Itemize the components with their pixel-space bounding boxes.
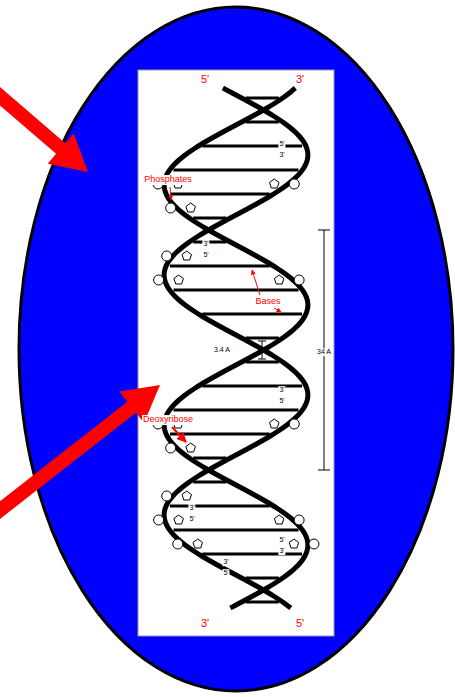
sugar-pentagon (174, 275, 184, 284)
leader-line (172, 427, 186, 442)
red-arrow (0, 385, 160, 520)
phosphate-circle (309, 539, 319, 549)
phosphate-circle (294, 515, 304, 525)
carbon-label: 3' (202, 240, 209, 248)
base-rung (246, 121, 279, 124)
phosphate-circle (294, 275, 304, 285)
dimension-label: 3.4 A (213, 346, 231, 354)
base-rung (170, 433, 270, 436)
carbon-label: 3' (278, 151, 285, 159)
base-rung (173, 169, 298, 172)
strand-end-label: 3' (200, 617, 210, 629)
phosphate-circle (166, 203, 176, 213)
sugar-pentagon (182, 491, 192, 500)
backbone-strand (164, 88, 308, 608)
phosphate-circle (173, 539, 183, 549)
sugar-pentagon (193, 539, 203, 548)
base-rung (170, 193, 270, 196)
sugar-pentagon (270, 419, 280, 428)
leader-line (252, 270, 260, 295)
dimension-tick (258, 359, 266, 360)
sugar-pentagon (186, 443, 196, 452)
backbone-strand (164, 88, 308, 608)
base-rung (202, 385, 302, 388)
carbon-label: 3' (278, 547, 285, 555)
base-rung (246, 601, 279, 604)
part-label: Phosphates (143, 175, 193, 185)
phosphate-circle (289, 419, 299, 429)
base-rung (193, 241, 226, 244)
base-rung (170, 265, 270, 268)
part-label: Bases (254, 297, 281, 307)
phosphate-circle (289, 179, 299, 189)
base-rung (246, 97, 279, 100)
base-rung (202, 145, 302, 148)
sugar-pentagon (174, 515, 184, 524)
phosphate-circle (166, 443, 176, 453)
strand-end-label: 3' (295, 73, 305, 85)
base-rung (202, 313, 302, 316)
dimension-tick (258, 341, 266, 342)
phosphate-circle (154, 515, 164, 525)
base-rung (246, 361, 279, 364)
part-label: Deoxyribose (142, 415, 194, 425)
base-rung (193, 481, 226, 484)
base-rung (170, 505, 270, 508)
leader-line (170, 187, 171, 200)
carbon-label: 3' (188, 504, 195, 512)
sugar-pentagon (186, 203, 196, 212)
sugar-pentagon (270, 179, 280, 188)
dimension-label: 34 A (316, 348, 332, 356)
double-helix (153, 88, 319, 608)
base-rung (246, 337, 279, 340)
base-rung (193, 217, 226, 220)
dimension-tick (318, 230, 330, 231)
carbon-label: 5' (278, 536, 285, 544)
blue-ellipse (19, 7, 453, 691)
sugar-pentagon (182, 251, 192, 260)
carbon-label: 3' (278, 386, 285, 394)
figure-panel (138, 70, 334, 636)
pointer-arrows (0, 87, 160, 520)
phosphate-circle (162, 491, 172, 501)
dimension-tick (318, 470, 330, 471)
carbon-label: 5' (222, 569, 229, 577)
carbon-label: 5' (278, 140, 285, 148)
sugar-pentagon (274, 515, 284, 524)
strand-end-label: 5' (200, 73, 210, 85)
carbon-label: 5' (202, 251, 209, 259)
red-arrow (0, 87, 88, 172)
base-rung (193, 457, 226, 460)
base-rung (202, 553, 302, 556)
sugar-pentagon (274, 275, 284, 284)
leader-line (274, 308, 281, 312)
leader-lines (170, 187, 281, 442)
carbon-label: 5' (278, 397, 285, 405)
base-rung (173, 529, 298, 532)
carbon-label: 5' (188, 515, 195, 523)
carbon-label: 3' (222, 558, 229, 566)
base-rung (246, 577, 279, 580)
base-rung (173, 289, 298, 292)
base-rung (173, 409, 298, 412)
sugar-pentagon (289, 539, 299, 548)
strand-end-label: 5' (295, 617, 305, 629)
phosphate-circle (154, 275, 164, 285)
phosphate-circle (162, 251, 172, 261)
dimension-line (262, 341, 263, 359)
